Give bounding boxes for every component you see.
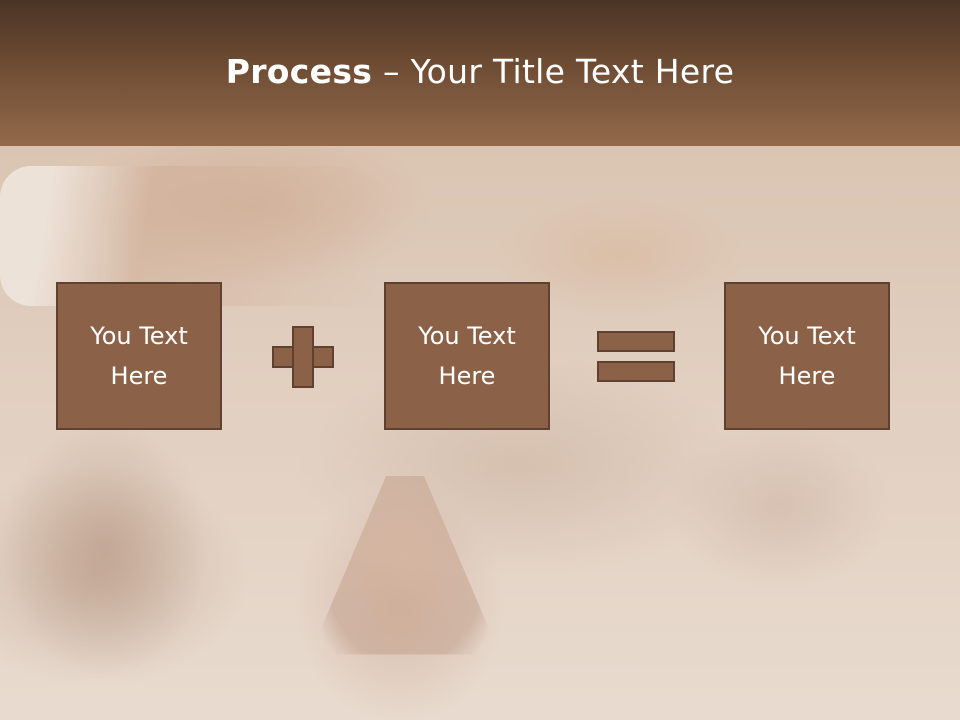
process-box-3[interactable]: You Text Here (724, 282, 890, 430)
plus-icon-center (294, 348, 312, 366)
process-box-3-line2: Here (778, 362, 836, 390)
process-box-1[interactable]: You Text Here (56, 282, 222, 430)
process-box-1-line2: Here (110, 362, 168, 390)
slide-title-rest: – Your Title Text Here (372, 51, 735, 91)
slide-title[interactable]: Process – Your Title Text Here (226, 52, 735, 91)
equals-icon-bottom-bar (597, 361, 675, 382)
photo-fade-overlay (0, 146, 960, 720)
title-bar: Process – Your Title Text Here (0, 0, 960, 146)
plus-icon (272, 326, 334, 388)
photo-tagine-left (0, 416, 210, 676)
background-photo (0, 146, 960, 720)
equals-icon (597, 331, 675, 383)
process-box-3-line1: You Text (758, 322, 856, 350)
slide-title-bold: Process (225, 51, 373, 91)
process-box-2-line1: You Text (418, 322, 516, 350)
process-box-2-line2: Here (438, 362, 496, 390)
equals-icon-top-bar (597, 331, 675, 352)
process-box-1-line1: You Text (90, 322, 188, 350)
process-box-2[interactable]: You Text Here (384, 282, 550, 430)
